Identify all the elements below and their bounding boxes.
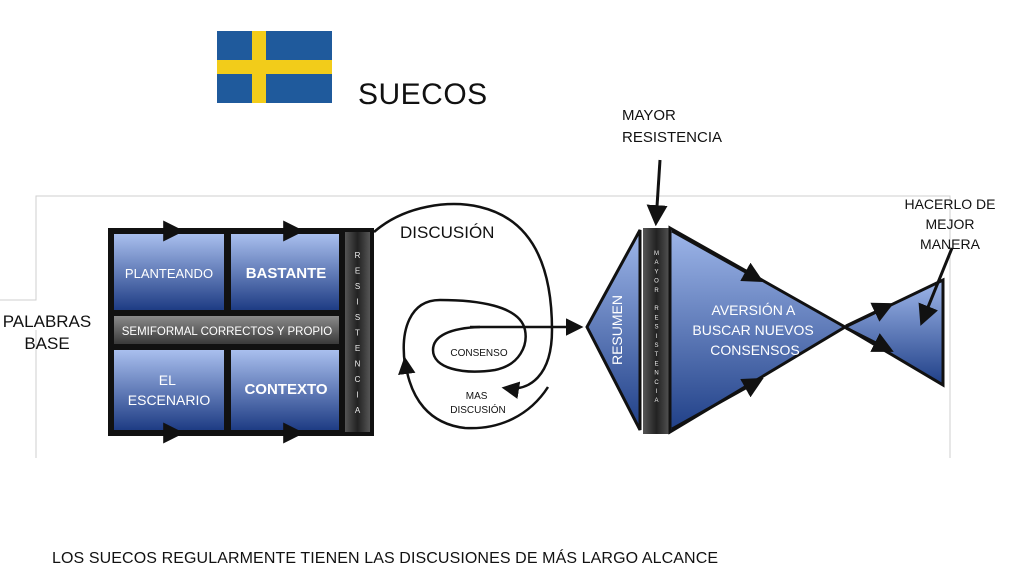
mayor-resistencia-bar — [643, 228, 670, 434]
bar-letter: R — [654, 306, 659, 312]
bar-letter: S — [355, 282, 360, 291]
mas-discusion-line-1: MAS — [466, 391, 488, 402]
aversion-line-2: BUSCAR NUEVOS — [692, 322, 813, 338]
box-contexto — [231, 350, 339, 430]
bar-letter: E — [654, 315, 658, 321]
palabras-base-line-2: BASE — [24, 334, 70, 353]
discussion-loop — [373, 202, 584, 430]
label-contexto: CONTEXTO — [244, 381, 327, 398]
bar-letter: I — [656, 389, 658, 395]
label-el-escenario: EL ESCENARIO — [128, 372, 211, 408]
label-semiformal: SEMIFORMAL CORRECTOS Y PROPIO — [122, 326, 333, 338]
caption: LOS SUECOS REGULARMENTE TIENEN LAS DISCU… — [52, 550, 719, 567]
bar-letter: S — [355, 313, 360, 322]
mayor-label-line-2: RESISTENCIA — [622, 129, 723, 146]
bar-letter: C — [355, 375, 361, 384]
label-aversion: AVERSIÓN A BUSCAR NUEVOS CONSENSOS — [692, 302, 817, 358]
bar-letter: Y — [654, 269, 658, 275]
bar-letter: A — [654, 260, 658, 266]
word-blocks — [108, 220, 374, 444]
box-planteando — [114, 234, 224, 310]
bar-letter: I — [356, 391, 358, 400]
hacerlo-label: HACERLO DE MEJOR MANERA — [900, 194, 1000, 254]
bar-letter: N — [355, 360, 361, 369]
el-escenario-line-2: ESCENARIO — [128, 392, 211, 408]
bar-letter — [656, 297, 658, 303]
palabras-base-line-1: PALABRAS — [2, 312, 92, 331]
final-triangle — [841, 277, 945, 388]
mas-discusion-line-2: DISCUSIÓN — [450, 403, 506, 416]
box-el-escenario — [114, 350, 224, 430]
bar-letter: A — [654, 398, 658, 404]
mayor-pointer-arrow — [646, 159, 668, 227]
resumen-funnel — [585, 229, 642, 431]
hacerlo-line-3: MANERA — [920, 236, 980, 252]
frame-lines — [0, 195, 951, 458]
page-title: SUECOS — [358, 78, 488, 111]
bar-letter: C — [654, 380, 659, 386]
label-bastante: BASTANTE — [246, 265, 327, 282]
palabras-base-label: PALABRAS BASE — [2, 311, 92, 355]
mayor-resistencia-label: MAYOR RESISTENCIA — [622, 105, 722, 149]
aversion-line-1: AVERSIÓN A — [712, 302, 796, 318]
bar-letter: T — [355, 329, 360, 338]
bar-letter: I — [656, 334, 658, 340]
hacerlo-line-1: HACERLO DE — [904, 196, 996, 212]
label-planteando: PLANTEANDO — [125, 266, 213, 281]
bar-letter: E — [654, 361, 658, 367]
label-mas-discusion: MAS DISCUSIÓN — [450, 391, 506, 416]
sweden-flag — [217, 31, 332, 103]
bar-letter: I — [356, 298, 358, 307]
label-consenso: CONSENSO — [450, 348, 507, 359]
bar-letter: E — [355, 267, 360, 276]
bar-letter: A — [355, 406, 361, 415]
resistencia-bar — [345, 232, 370, 432]
bar-letter: R — [654, 288, 659, 294]
bar-letter: S — [654, 325, 658, 331]
bar-letter: E — [355, 344, 360, 353]
label-discusion: DISCUSIÓN — [400, 223, 494, 242]
bar-letter: R — [355, 251, 361, 260]
box-bastante — [231, 234, 339, 310]
mayor-label-line-1: MAYOR — [622, 107, 676, 124]
aversion-line-3: CONSENSOS — [710, 342, 799, 358]
bar-letter: N — [654, 371, 658, 377]
el-escenario-line-1: EL — [159, 372, 176, 388]
hacerlo-pointer-arrow — [918, 247, 954, 326]
bar-semiformal — [114, 316, 339, 344]
bar-letter: T — [655, 352, 659, 358]
bar-letter: S — [654, 343, 658, 349]
label-resumen: RESUMEN — [609, 295, 625, 365]
bar-letter: O — [654, 279, 659, 285]
bar-letter: M — [654, 251, 659, 257]
hacerlo-line-2: MEJOR — [925, 216, 975, 232]
